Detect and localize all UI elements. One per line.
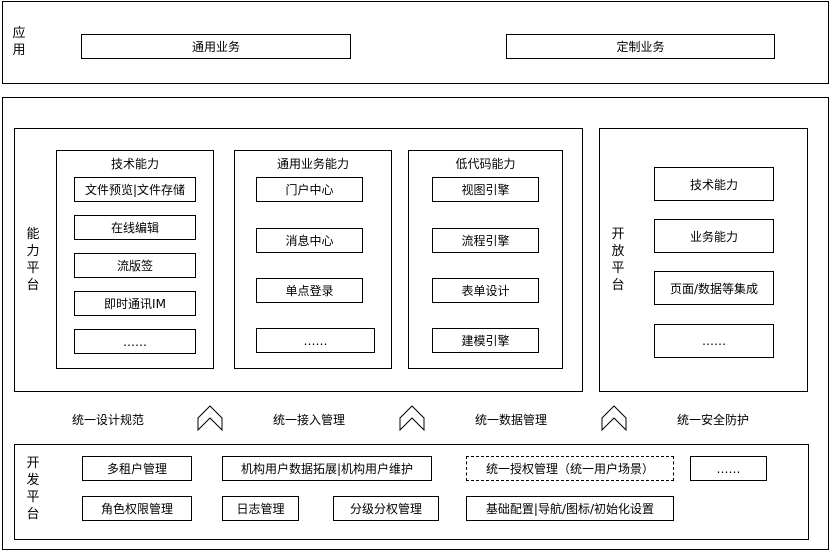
role-permission-management-box: 角色权限管理 xyxy=(82,496,192,521)
tech-capability-title: 技术能力 xyxy=(110,157,159,171)
tech-more-box: …… xyxy=(74,329,196,354)
view-engine-box: 视图引擎 xyxy=(432,177,539,202)
open-more-box: …… xyxy=(654,324,774,358)
up-chevron-icon xyxy=(399,405,425,431)
application-layer-label: 应用 xyxy=(12,26,26,58)
hierarchical-permission-box: 分级分权管理 xyxy=(333,496,439,521)
low-code-capability-title: 低代码能力 xyxy=(455,157,516,171)
general-business-capability-title: 通用业务能力 xyxy=(276,157,349,171)
form-design-box: 表单设计 xyxy=(432,278,539,303)
open-platform-label: 开放平台 xyxy=(611,227,625,293)
unified-access-management-label: 统一接入管理 xyxy=(273,413,346,427)
up-chevron-icon xyxy=(197,405,223,431)
development-platform-label: 开发平台 xyxy=(26,456,40,522)
online-editing-box: 在线编辑 xyxy=(74,215,196,240)
unified-security-protection-label: 统一安全防护 xyxy=(677,413,750,427)
up-chevron-icon xyxy=(601,405,627,431)
general-business-box: 通用业务 xyxy=(81,34,351,59)
format-sign-box: 流版签 xyxy=(74,253,196,278)
unified-data-management-label: 统一数据管理 xyxy=(475,413,548,427)
page-data-integration-box: 页面/数据等集成 xyxy=(654,271,774,305)
single-sign-on-box: 单点登录 xyxy=(256,278,363,303)
instant-messaging-box: 即时通讯IM xyxy=(74,291,196,316)
unified-authorization-box: 统一授权管理（统一用户场景） xyxy=(466,456,674,481)
basic-config-box: 基础配置|导航/图标/初始化设置 xyxy=(466,496,674,521)
file-preview-storage-box: 文件预览|文件存储 xyxy=(74,177,196,202)
modeling-engine-box: 建模引擎 xyxy=(432,328,539,353)
unified-design-spec-label: 统一设计规范 xyxy=(72,413,145,427)
multi-tenant-management-box: 多租户管理 xyxy=(82,456,192,481)
log-management-box: 日志管理 xyxy=(222,496,299,521)
open-tech-capability-box: 技术能力 xyxy=(654,167,774,201)
org-user-data-box: 机构用户数据拓展|机构用户维护 xyxy=(222,456,432,481)
process-engine-box: 流程引擎 xyxy=(432,228,539,253)
portal-center-box: 门户中心 xyxy=(256,177,363,202)
dev-more-box: …… xyxy=(690,456,767,481)
open-business-capability-box: 业务能力 xyxy=(654,219,774,253)
message-center-box: 消息中心 xyxy=(256,228,363,253)
custom-business-box: 定制业务 xyxy=(506,34,775,59)
business-more-box: …… xyxy=(256,328,375,353)
capability-platform-label: 能力平台 xyxy=(26,227,40,293)
